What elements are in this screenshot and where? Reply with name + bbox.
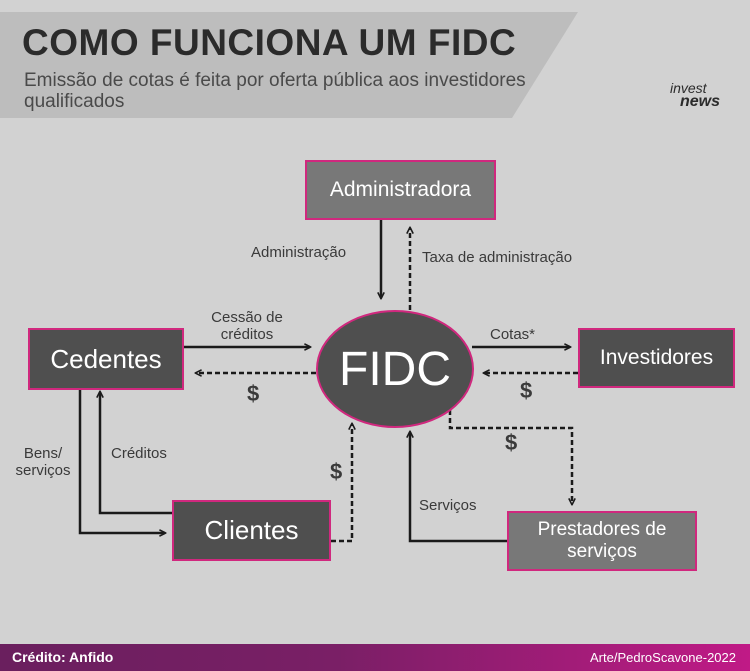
- edge-prestadores-money: [448, 410, 572, 504]
- label-creditos: Créditos: [111, 445, 167, 462]
- label-money-investidores: $: [520, 378, 533, 403]
- edge-creditos: [100, 392, 172, 515]
- page-subtitle: Emissão de cotas é feita por oferta públ…: [24, 70, 526, 112]
- footer-bar: Crédito: Anfido Arte/PedroScavone-2022: [0, 644, 750, 671]
- footer-credit: Crédito: Anfido: [12, 649, 114, 665]
- header-band: [0, 12, 578, 118]
- investnews-logo: invest news: [670, 80, 732, 110]
- label-servicos: Serviços: [419, 497, 477, 514]
- node-cedentes: Cedentes: [28, 328, 184, 390]
- logo-line1: invest: [670, 80, 707, 96]
- label-bens: Bens/ serviços: [15, 445, 71, 479]
- label-cotas: Cotas*: [490, 326, 536, 343]
- label-cessao: Cessão de créditos: [211, 309, 283, 343]
- label-taxa: Taxa de administração: [422, 249, 573, 266]
- node-fidc: FIDC: [316, 310, 474, 428]
- node-clientes: Clientes: [172, 500, 331, 561]
- edge-bens: [78, 390, 165, 533]
- label-money-cedentes: $: [247, 381, 260, 406]
- node-investidores: Investidores: [578, 328, 735, 388]
- node-prestadores: Prestadores de serviços: [507, 511, 697, 571]
- edge-clientes-money: [331, 424, 352, 543]
- page-title: COMO FUNCIONA UM FIDC: [22, 22, 517, 63]
- label-money-clientes: $: [330, 459, 343, 484]
- footer-art-credit: Arte/PedroScavone-2022: [590, 650, 736, 665]
- edge-servicos: [410, 432, 507, 543]
- node-administradora: Administradora: [305, 160, 496, 220]
- label-money-prestadores: $: [505, 430, 518, 455]
- label-administracao: Administração: [251, 244, 347, 261]
- logo-line2: news: [680, 93, 721, 110]
